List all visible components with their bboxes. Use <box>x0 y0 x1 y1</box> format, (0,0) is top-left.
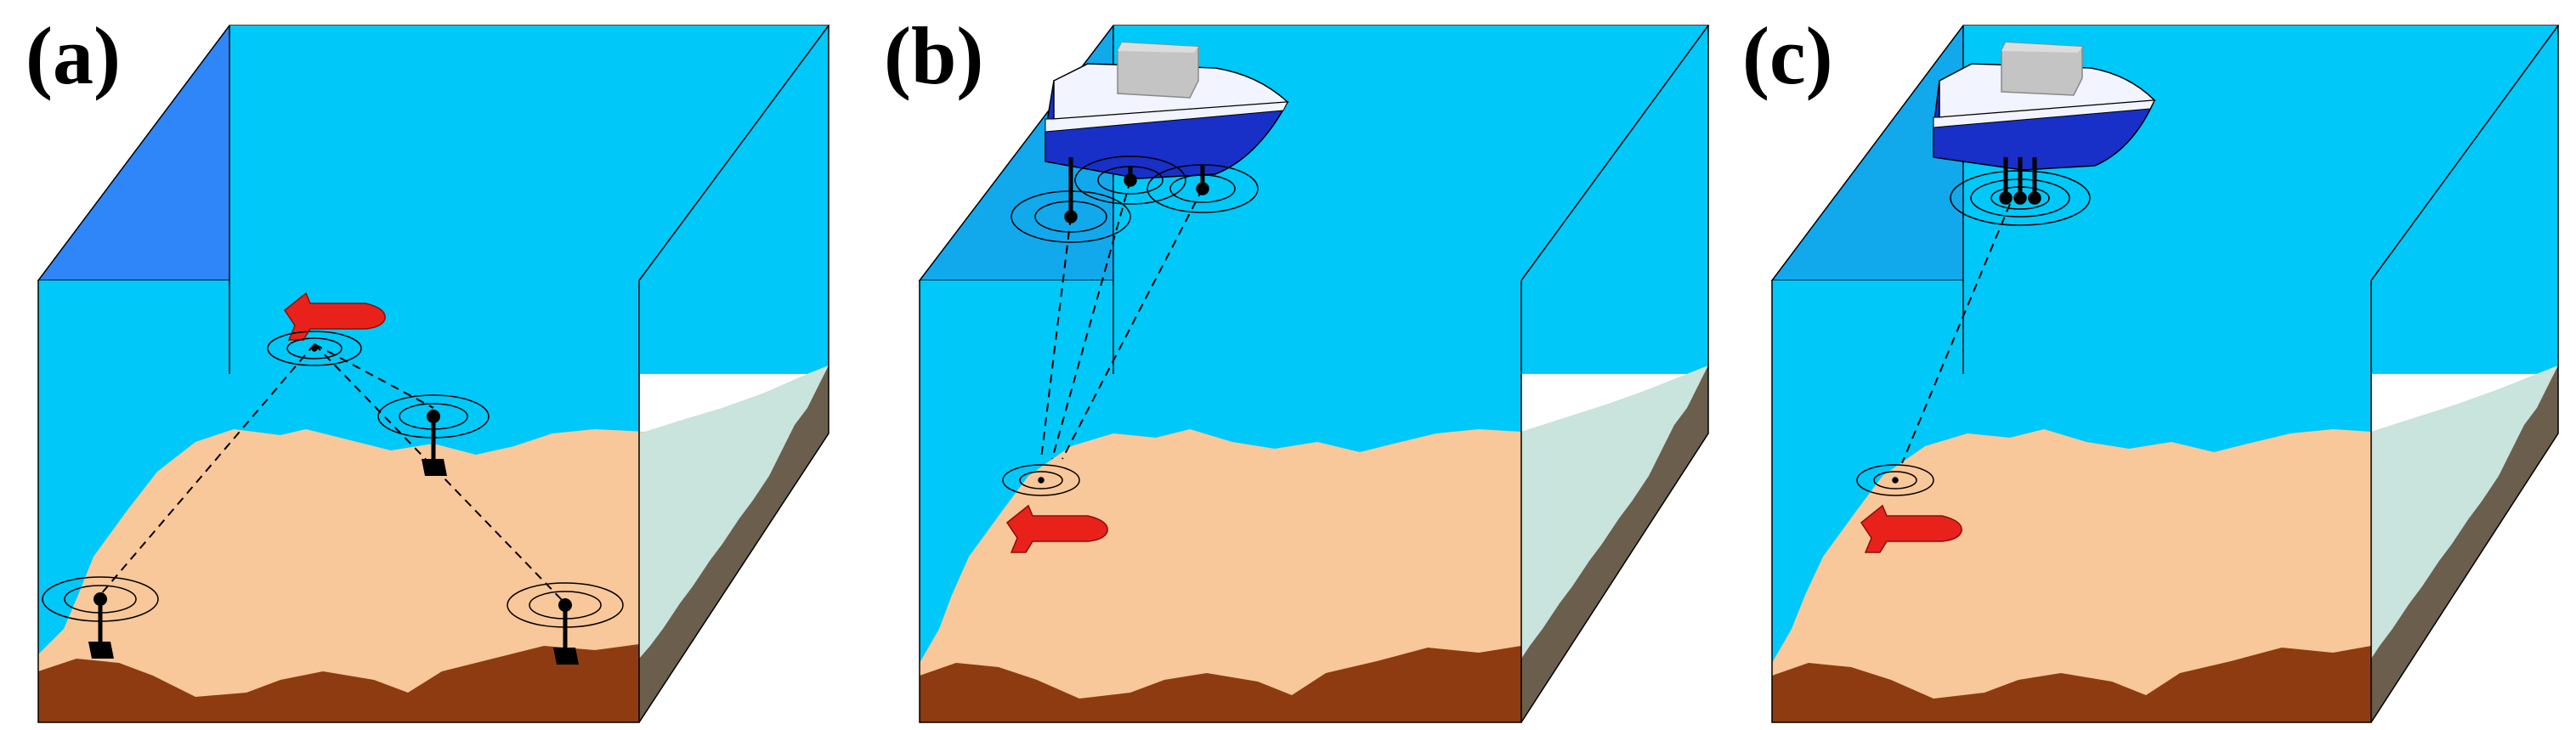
panel-b: (b) <box>858 0 1717 730</box>
panel-b-diagram <box>918 25 1710 723</box>
sediment-layer <box>920 646 1521 722</box>
panel-label-c: (c) <box>1742 10 1833 101</box>
auv-icon <box>1860 504 1962 553</box>
cube-edges <box>37 25 829 723</box>
ship-icon <box>1045 42 1289 179</box>
auv-icon <box>283 291 386 341</box>
seafloor-beacon-2 <box>42 576 159 659</box>
side-face-rock <box>2371 365 2558 722</box>
sediment-layer <box>38 644 639 722</box>
panel-a: (a) <box>0 0 858 730</box>
auv-signal-rings <box>1002 464 1080 496</box>
auv-signal-rings <box>267 331 362 366</box>
auv-icon <box>1005 504 1108 553</box>
sediment-layer <box>1772 646 2371 722</box>
panel-label-b: (b) <box>884 10 984 101</box>
panel-c: (c) <box>1717 0 2575 730</box>
side-face-rock <box>1521 365 1708 722</box>
ranging-lines <box>1040 179 1203 460</box>
panel-label-a: (a) <box>25 10 121 101</box>
usbl-array <box>1950 157 2091 226</box>
panel-c-diagram <box>1770 25 2560 723</box>
seabed <box>1772 365 2558 722</box>
ranging-lines <box>1901 203 2011 464</box>
seafloor-beacon-3 <box>507 582 624 665</box>
seafloor-beacon-1 <box>377 394 490 476</box>
panel-a-diagram <box>37 25 830 723</box>
ship-icon <box>1933 42 2156 171</box>
side-face-rock <box>639 365 829 722</box>
seabed <box>38 365 829 722</box>
seabed <box>920 365 1708 722</box>
auv-signal-rings <box>1856 464 1934 496</box>
